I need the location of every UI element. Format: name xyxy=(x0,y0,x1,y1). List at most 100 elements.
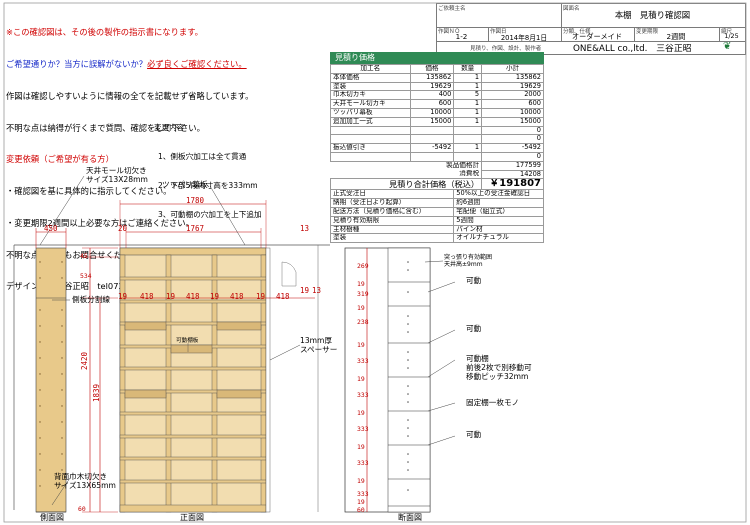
dim-1767: 1767 xyxy=(186,224,205,233)
movable-callout-2: 可動 xyxy=(466,324,482,333)
lead-time-value: 2週間 xyxy=(666,32,686,41)
sec-dim: 333 xyxy=(357,357,369,365)
note-line-3: 作図は確認しやすいように情報の全てを記載せず省略しています。 xyxy=(6,90,254,101)
sec-dim: 333 xyxy=(357,391,369,399)
front-view xyxy=(39,175,319,513)
product-total-label: 製品価格計 xyxy=(446,161,480,170)
estimate-title: 見積り価格 xyxy=(330,52,544,64)
fixed-shelf-callout: 固定棚一枚モノ xyxy=(466,398,520,407)
note-line-6: ・確認図を基に具体的に指示してください。 xyxy=(6,186,172,197)
sec-dim: 333 xyxy=(357,425,369,433)
changes-block: 変更内容 1、側板穴加工は全て貫通 2、下部5段内寸高を333mm 3、可動棚の… xyxy=(154,104,262,238)
drawing-title: 本棚 見積り確認図 xyxy=(614,10,691,20)
sec-dim: 19 xyxy=(357,304,365,312)
item-name xyxy=(330,151,411,162)
dim-13: 13 xyxy=(300,224,310,233)
dim-19: 19 xyxy=(300,286,310,295)
sec-dim: 19 xyxy=(357,341,365,349)
drawing-no: 1-2 xyxy=(455,32,468,41)
category-value: オーダーメイド xyxy=(571,32,623,41)
section-view-caption: 断面図 xyxy=(398,513,422,522)
spec-row: 塗装オイルナチュラル xyxy=(329,233,544,244)
dim-19: 19 xyxy=(210,292,220,301)
company-label: 見積り、作図、設計、製作者 xyxy=(470,46,542,52)
sec-dim: 19 xyxy=(357,280,365,288)
dim-1839: 1839 xyxy=(92,383,101,402)
spec-value: オイルナチュラル xyxy=(453,233,544,244)
dim-19: 19 xyxy=(256,292,266,301)
change-item: 3、可動棚の穴加工を上下追加 xyxy=(158,209,262,219)
side-view-caption: 側面図 xyxy=(40,513,64,522)
sec-dim: 333 xyxy=(357,459,369,467)
item-price xyxy=(409,151,455,162)
customer-label: ご依頼主名 xyxy=(438,6,466,12)
category-label: 分類、仕様 xyxy=(563,29,591,35)
grand-total-row: 見積り合計価格（税込）￥191807 xyxy=(329,178,544,191)
sec-dim: 333 xyxy=(357,490,369,498)
leaf-logo-icon: ❦ xyxy=(723,41,732,52)
sec-dim: 19 xyxy=(357,375,365,383)
title-label: 図面名 xyxy=(563,6,580,12)
side-divider-callout: 側板分割線 xyxy=(72,295,110,304)
tension-effective-callout: 突っ張り有効範囲 天井高±9mm xyxy=(444,254,493,268)
front-view-caption: 正面図 xyxy=(180,513,204,522)
company-cell xyxy=(436,41,746,55)
spacer-callout: 13mm厚 スペーサー xyxy=(300,336,338,354)
change-item: 1、側板穴加工は全て貫通 xyxy=(158,151,247,161)
lead-time-label: 変更期限 xyxy=(636,29,659,35)
sec-dim: 19 xyxy=(357,409,365,417)
sec-dim: 319 xyxy=(357,290,369,298)
note-line-4: 不明な点は納得が行くまで質問、確認をして下さい。 xyxy=(6,122,205,133)
sec-dim: 19 xyxy=(357,477,365,485)
back-notch-callout: 背面巾木切欠き サイズ13X65mm xyxy=(54,472,116,490)
note-line-8: 不明な点は何でもお問合せください。 xyxy=(6,249,148,260)
dim-1780: 1780 xyxy=(186,196,205,205)
changes-title: 変更内容 xyxy=(154,123,185,133)
company-name: ONE&ALL co.,ltd. 三谷正昭 xyxy=(573,44,692,54)
dim-20: 20 xyxy=(118,224,128,233)
scale-value: 1/25 xyxy=(724,32,739,40)
dim-19: 19 xyxy=(166,292,176,301)
drawing-no-label: 作図ＮＯ xyxy=(438,29,461,35)
sec-dim: 19 xyxy=(357,498,365,506)
date-value: 2014年8月1日 xyxy=(500,34,548,42)
ceiling-notch-callout: 天井モール切欠き サイズ13X28mm xyxy=(86,166,148,184)
dim-60: 60 xyxy=(78,505,86,513)
dim-13: 13 xyxy=(312,286,322,295)
sec-dim: 60 xyxy=(357,506,365,514)
grand-total-label: 見積り合計価格（税込） xyxy=(329,178,483,191)
dim-19: 19 xyxy=(118,292,128,301)
spec-label: 塗装 xyxy=(329,233,455,244)
side-view xyxy=(35,228,118,513)
sec-dim: 269 xyxy=(357,262,369,270)
estimate-row: 0 xyxy=(330,151,544,162)
sec-dim: 238 xyxy=(357,318,369,326)
dim-534: 534 xyxy=(80,272,92,280)
note-line-7: ・変更期限2週間以上必要な方はご連絡ください。 xyxy=(6,217,194,228)
grand-total: ￥191807 xyxy=(481,178,544,191)
movable-shelf-callout: 可動棚 前後2枚で別移動可 移動ピッチ32mm xyxy=(466,354,532,381)
movable-callout-1: 可動 xyxy=(466,276,482,285)
note-line-2b: 必ず良くご確認ください。 xyxy=(147,58,247,69)
change-item: 2、下部5段内寸高を333mm xyxy=(158,180,258,190)
dim-45: 45 xyxy=(80,252,88,260)
dim-418: 418 xyxy=(276,292,290,301)
dim-2420: 2420 xyxy=(80,351,89,370)
dim-418: 418 xyxy=(140,292,154,301)
note-line-2a: ご希望通りか？当方に誤解がないか？ xyxy=(6,58,148,69)
movable-callout-3: 可動 xyxy=(466,430,482,439)
note-line-5: 変更依頼（ご希望が有る方） xyxy=(6,154,114,165)
dim-418: 418 xyxy=(230,292,244,301)
dim-450: 450 xyxy=(44,224,58,233)
shelf-label-callout: 可動棚板 xyxy=(176,338,199,344)
date-label: 作図日 xyxy=(490,29,507,35)
note-line-1: ※この確認図は、その後の製作の指示書になります。 xyxy=(6,27,203,38)
sec-dim: 19 xyxy=(357,443,365,451)
section-view xyxy=(344,247,456,513)
scale-label: 縮尺 xyxy=(721,29,733,35)
